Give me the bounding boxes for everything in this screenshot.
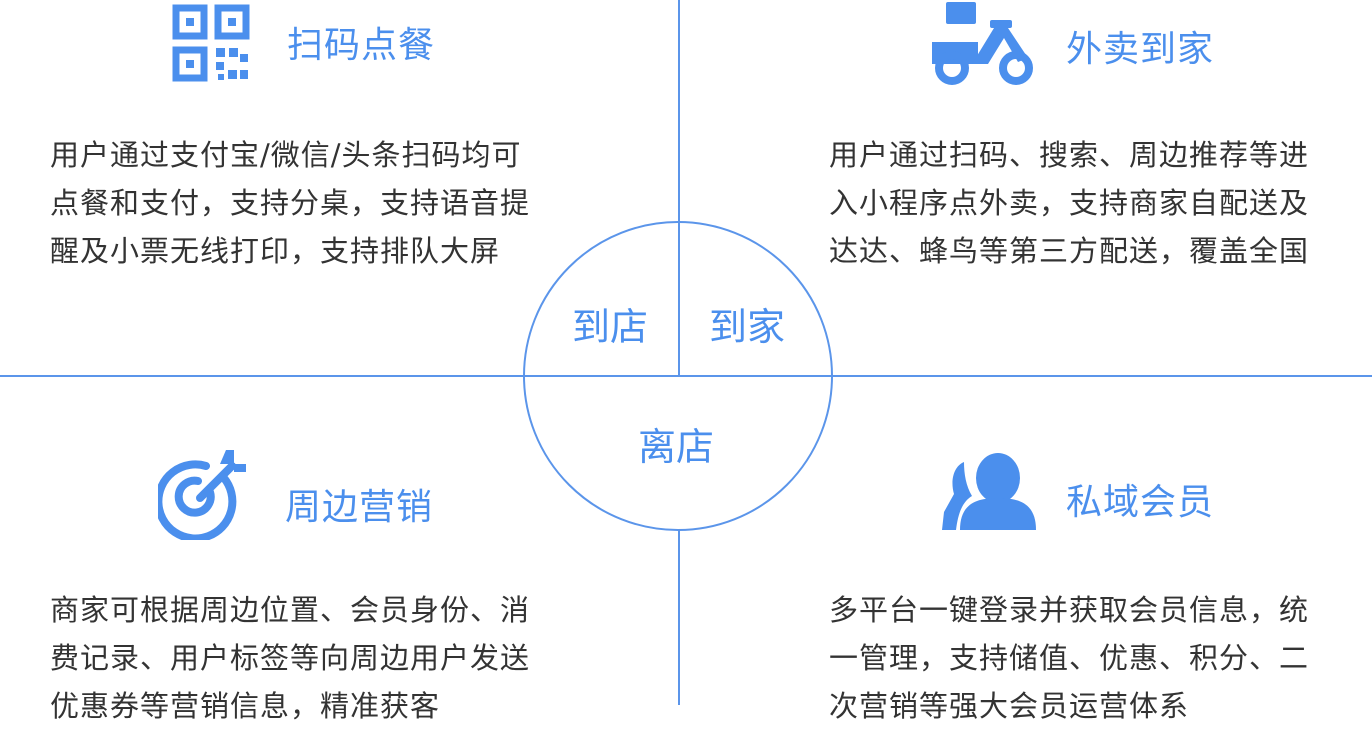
circle-label-in-store: 到店 xyxy=(572,305,649,349)
scan-order-line-2: 点餐和支付，支持分桌，支持语音提 xyxy=(50,186,531,220)
membership-line-3: 次营销等强大会员运营体系 xyxy=(829,689,1190,723)
center-circle xyxy=(523,221,833,531)
scan-order-line-3: 醒及小票无线打印，支持排队大屏 xyxy=(50,234,501,268)
scan-order-line-1: 用户通过支付宝/微信/头条扫码均可 xyxy=(50,138,522,172)
membership-title: 私域会员 xyxy=(1066,482,1215,523)
marketing-line-3: 优惠券等营销信息，精准获客 xyxy=(50,689,441,723)
delivery-line-1: 用户通过扫码、搜索、周边推荐等进 xyxy=(829,138,1310,172)
marketing-description: 商家可根据周边位置、会员身份、消 费记录、用户标签等向周边用户发送 优惠券等营销… xyxy=(50,586,530,730)
qr-code-icon xyxy=(172,4,250,82)
circle-label-delivery: 到家 xyxy=(709,305,786,349)
membership-line-2: 一管理，支持储值、优惠、积分、二 xyxy=(829,641,1310,675)
delivery-title: 外卖到家 xyxy=(1066,29,1215,70)
scan-order-title: 扫码点餐 xyxy=(287,25,436,66)
scan-order-description: 用户通过支付宝/微信/头条扫码均可 点餐和支付，支持分桌，支持语音提 醒及小票无… xyxy=(50,131,530,275)
delivery-description: 用户通过扫码、搜索、周边推荐等进 入小程序点外卖，支持商家自配送及 达达、蜂鸟等… xyxy=(829,131,1309,275)
marketing-title: 周边营销 xyxy=(285,487,434,528)
delivery-line-2: 入小程序点外卖，支持商家自配送及 xyxy=(829,186,1310,220)
target-icon xyxy=(158,450,246,540)
scooter-icon xyxy=(932,2,1033,85)
marketing-line-1: 商家可根据周边位置、会员身份、消 xyxy=(50,593,531,627)
circle-label-after-store: 离店 xyxy=(638,425,715,469)
marketing-line-2: 费记录、用户标签等向周边用户发送 xyxy=(50,641,531,675)
delivery-line-3: 达达、蜂鸟等第三方配送，覆盖全国 xyxy=(829,234,1310,268)
membership-line-1: 多平台一键登录并获取会员信息，统 xyxy=(829,593,1310,627)
membership-description: 多平台一键登录并获取会员信息，统 一管理，支持储值、优惠、积分、二 次营销等强大… xyxy=(829,586,1309,730)
user-icon xyxy=(942,453,1036,530)
